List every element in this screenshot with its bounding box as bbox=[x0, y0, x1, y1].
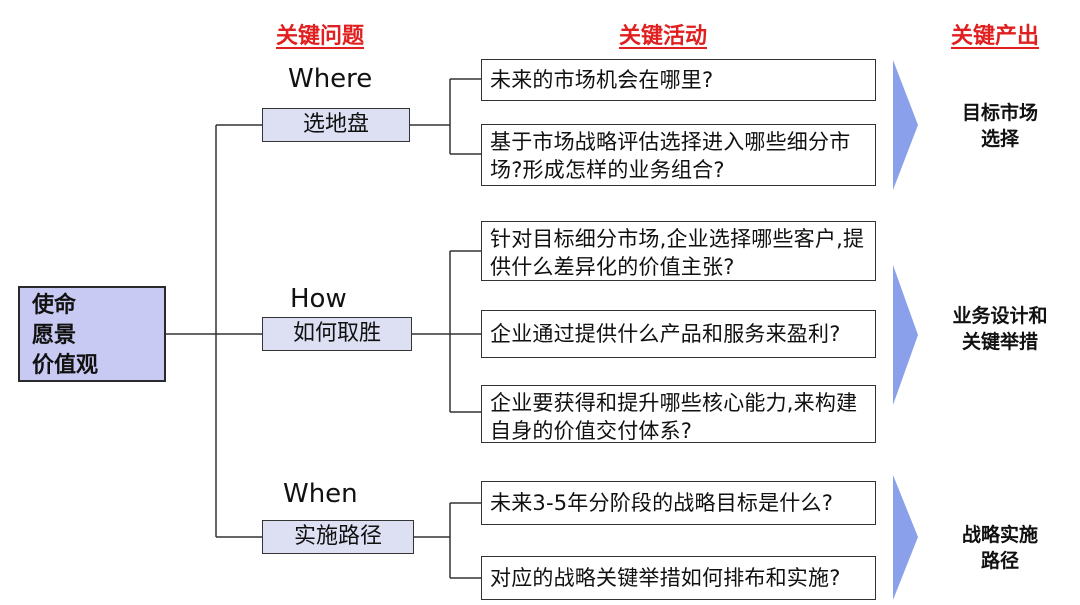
output-where-line2: 选择 bbox=[980, 128, 1019, 150]
question-how-label: How bbox=[290, 284, 347, 314]
output-arrow-when bbox=[893, 475, 918, 600]
output-when-line1: 战略实施 bbox=[961, 524, 1038, 546]
activity-when-2: 对应的战略关键举措如何排布和实施? bbox=[481, 556, 876, 600]
output-where: 目标市场 选择 bbox=[930, 100, 1070, 152]
output-how-line2: 关键举措 bbox=[961, 331, 1038, 353]
output-arrow-how bbox=[893, 265, 918, 405]
activity-how-1: 针对目标细分市场,企业选择哪些客户,提供什么差异化的价值主张? bbox=[481, 221, 876, 281]
output-where-line1: 目标市场 bbox=[961, 102, 1038, 124]
activity-when-1: 未来3-5年分阶段的战略目标是什么? bbox=[481, 481, 876, 525]
activity-where-1: 未来的市场机会在哪里? bbox=[481, 59, 876, 101]
root-line-values: 价值观 bbox=[32, 353, 99, 378]
header-key-outputs: 关键产出 bbox=[951, 24, 1040, 49]
activity-how-2: 企业通过提供什么产品和服务来盈利? bbox=[481, 310, 876, 358]
question-how-box: 如何取胜 bbox=[262, 317, 412, 351]
output-how: 业务设计和 关键举措 bbox=[930, 303, 1070, 355]
question-where-label: Where bbox=[288, 64, 373, 94]
root-line-vision: 愿景 bbox=[32, 323, 77, 348]
question-when-box: 实施路径 bbox=[262, 520, 414, 554]
header-key-activities: 关键活动 bbox=[619, 24, 708, 49]
output-when: 战略实施 路径 bbox=[930, 522, 1070, 574]
question-when-label: When bbox=[283, 479, 358, 509]
activity-where-2: 基于市场战略评估选择进入哪些细分市场?形成怎样的业务组合? bbox=[481, 124, 876, 186]
question-where-box: 选地盘 bbox=[262, 108, 410, 142]
output-how-line1: 业务设计和 bbox=[952, 305, 1048, 327]
header-key-questions: 关键问题 bbox=[276, 24, 365, 49]
activity-how-3: 企业要获得和提升哪些核心能力,来构建自身的价值交付体系? bbox=[481, 385, 876, 443]
root-mission-vision-values: 使命 愿景 价值观 bbox=[18, 286, 166, 382]
root-line-mission: 使命 bbox=[32, 293, 77, 318]
output-arrow-where bbox=[893, 60, 918, 190]
output-when-line2: 路径 bbox=[980, 550, 1019, 572]
